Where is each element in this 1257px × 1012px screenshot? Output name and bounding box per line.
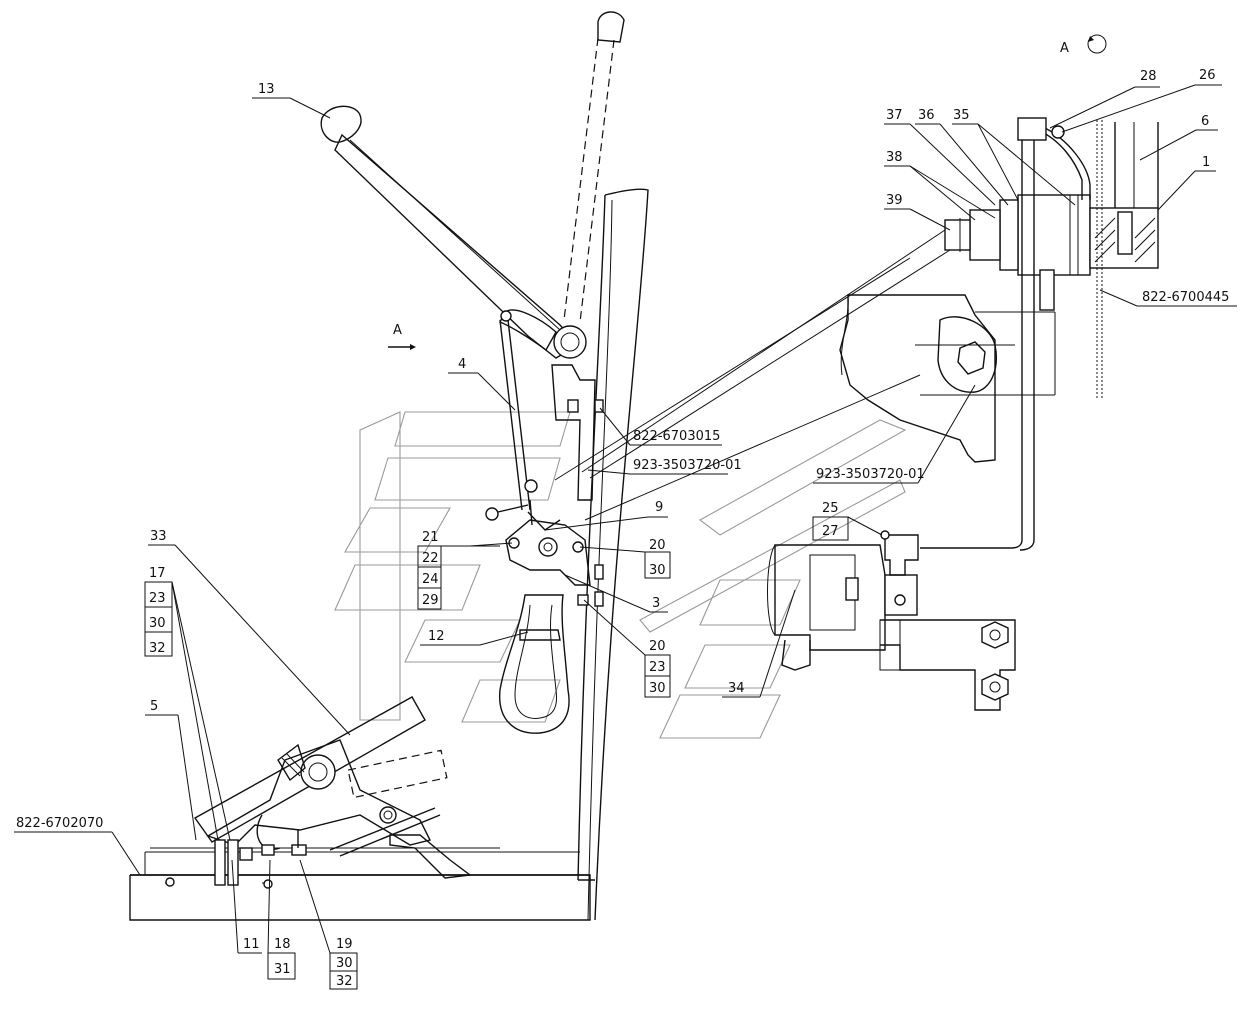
callout-18: 18 <box>274 937 291 952</box>
callout-3: 3 <box>652 596 660 611</box>
callout-32-a: 32 <box>149 641 166 656</box>
actuator <box>767 530 1016 711</box>
callout-24: 24 <box>422 572 439 587</box>
callout-29: 29 <box>422 593 439 608</box>
callout-30-b: 30 <box>149 616 166 631</box>
callout-23-a: 23 <box>149 591 166 606</box>
callout-20-b: 20 <box>649 639 666 654</box>
view-arrow-a: A <box>388 323 416 350</box>
callout-9: 9 <box>655 500 663 515</box>
rotated-view-label: A <box>1060 41 1069 56</box>
callout-5: 5 <box>150 699 158 714</box>
callout-4: 4 <box>458 357 466 372</box>
callout-23-b: 23 <box>649 660 666 675</box>
dashed-lever <box>563 11 625 323</box>
callout-22: 22 <box>422 551 439 566</box>
upper-bracket <box>551 364 604 501</box>
callout-20-a: 20 <box>649 538 666 553</box>
leader-lines <box>14 84 1237 954</box>
callout-27: 27 <box>822 524 839 539</box>
callout-30-a: 30 <box>649 563 666 578</box>
view-arrow-label: A <box>393 323 402 338</box>
link-rod <box>499 319 533 526</box>
handle-loop <box>499 594 570 734</box>
callout-30-c: 30 <box>649 681 666 696</box>
callout-28: 28 <box>1140 69 1157 84</box>
callout-822-6702070: 822-6702070 <box>16 816 103 831</box>
callout-39: 39 <box>886 193 903 208</box>
callout-923-3503720-01-b: 923-3503720-01 <box>816 467 925 482</box>
callout-25: 25 <box>822 501 839 516</box>
callout-35: 35 <box>953 108 970 123</box>
callout-38: 38 <box>886 150 903 165</box>
callout-13: 13 <box>258 82 275 97</box>
callout-31: 31 <box>274 962 291 977</box>
rotated-view-mark: A <box>1060 34 1107 56</box>
callout-12: 12 <box>428 629 445 644</box>
upper-right-assembly <box>920 117 1159 551</box>
callout-923-3503720-01-a: 923-3503720-01 <box>633 458 742 473</box>
callout-1: 1 <box>1202 155 1210 170</box>
cables <box>554 229 951 521</box>
side-bracket <box>839 294 1056 463</box>
callout-17: 17 <box>149 566 166 581</box>
callout-33: 33 <box>150 529 167 544</box>
watermark <box>334 411 907 739</box>
callout-labels: 13 28 26 37 36 35 6 38 1 39 822-6700445 … <box>16 68 1229 989</box>
callout-26: 26 <box>1199 68 1216 83</box>
callout-6: 6 <box>1201 114 1209 129</box>
callout-34: 34 <box>728 681 745 696</box>
callout-822-6703015: 822-6703015 <box>633 429 720 444</box>
callout-37: 37 <box>886 108 903 123</box>
hand-lever <box>320 105 587 359</box>
callout-19: 19 <box>336 937 353 952</box>
callout-32-b: 32 <box>336 974 353 989</box>
hatching <box>1094 217 1156 263</box>
callout-36: 36 <box>918 108 935 123</box>
callout-30-d: 30 <box>336 956 353 971</box>
pedal-fasteners <box>165 830 307 889</box>
callout-boxes <box>144 545 671 990</box>
callout-822-6700445: 822-6700445 <box>1142 290 1229 305</box>
mid-mechanism <box>485 479 604 607</box>
callout-21: 21 <box>422 530 439 545</box>
callout-11: 11 <box>243 937 260 952</box>
pedal <box>193 696 472 879</box>
